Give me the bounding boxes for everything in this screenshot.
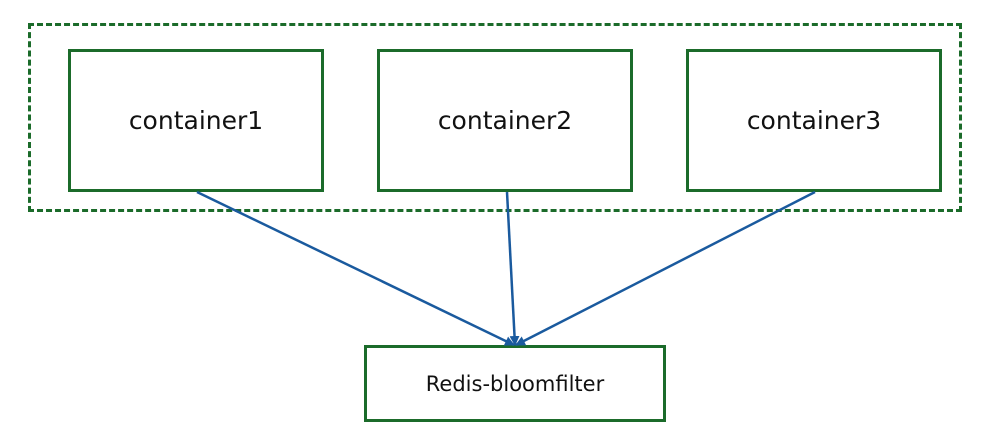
container1-label: container1 — [128, 106, 264, 135]
container3-label: container3 — [746, 106, 882, 135]
edge-container3-to-redis — [515, 190, 816, 347]
edge-container1-to-redis — [196, 190, 515, 347]
container2-node: container2 — [377, 49, 633, 192]
container1-node: container1 — [68, 49, 324, 192]
container2-label: container2 — [437, 106, 573, 135]
container3-node: container3 — [686, 49, 942, 192]
edge-container2-to-redis — [505, 191, 520, 346]
redis-bloomfilter-label: Redis-bloomfilter — [425, 371, 605, 396]
redis-bloomfilter-node: Redis-bloomfilter — [364, 345, 666, 422]
